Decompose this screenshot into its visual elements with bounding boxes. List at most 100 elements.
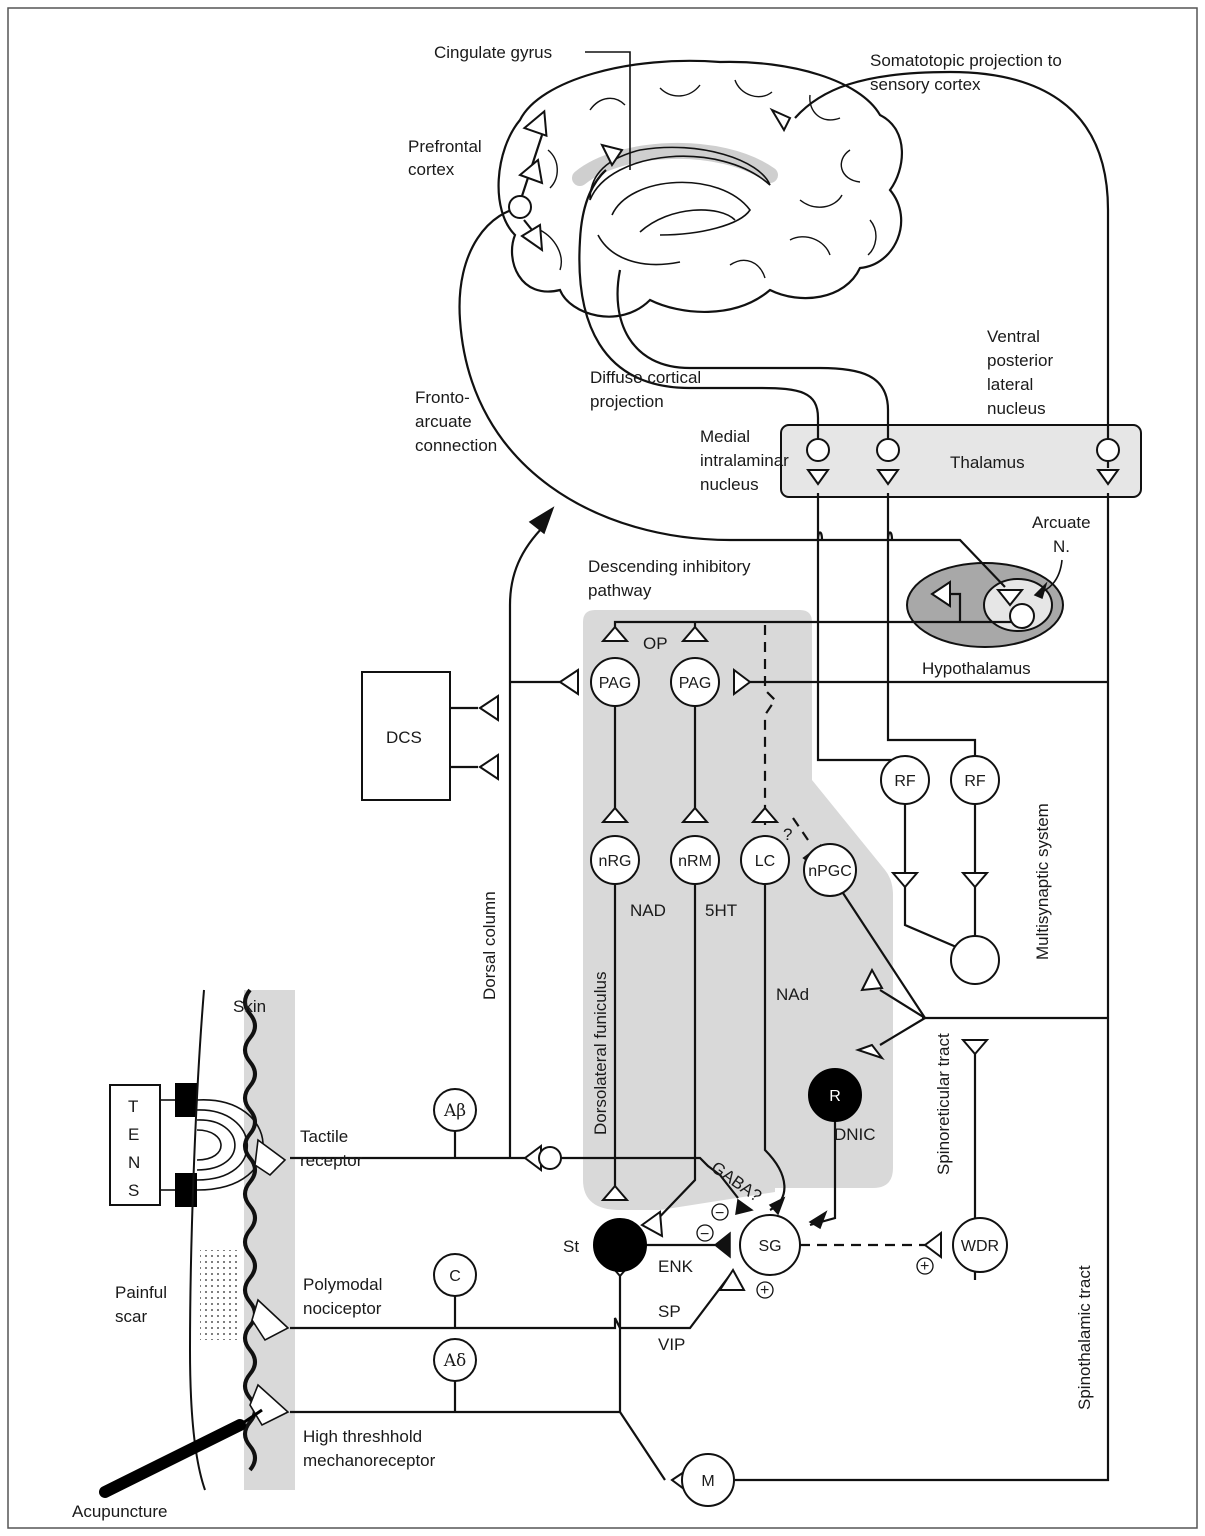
node-labels: PAG PAG RF RF nRG nRM LC nPGC R SG WDR C… — [443, 675, 999, 1490]
label-tens-e: E — [128, 1125, 139, 1144]
acupuncture-needle-tip — [239, 1408, 263, 1427]
prefrontal-soma — [508, 195, 532, 219]
vpl-soma — [1096, 438, 1120, 462]
skin-surface — [188, 988, 290, 1491]
tens-device — [109, 1083, 264, 1207]
label-dnic: DNIC — [834, 1125, 876, 1144]
label-medial-2: intralaminar — [700, 451, 789, 470]
label-plus-2: + — [920, 1258, 929, 1275]
label-minus-1: − — [715, 1205, 724, 1222]
node-label-r: R — [829, 1088, 841, 1105]
dorsal-column-arrowhead — [528, 506, 555, 535]
minus-sign-circle — [696, 1224, 714, 1242]
label-cingulate-gyrus: Cingulate gyrus — [434, 43, 552, 62]
lc-node — [740, 835, 790, 885]
label-fronto-2: arcuate — [415, 412, 472, 431]
c-fiber-node — [433, 1253, 477, 1297]
tactile-junction-soma — [538, 1146, 562, 1170]
arcuate-soma — [1009, 603, 1035, 629]
acupuncture-needle — [99, 1419, 246, 1498]
adelta-node — [433, 1338, 477, 1382]
node-label-c: C — [449, 1268, 461, 1285]
nodes — [433, 195, 1120, 1507]
label-vip: VIP — [658, 1335, 685, 1354]
plus-sign-circle — [916, 1257, 934, 1275]
label-high-2: mechanoreceptor — [303, 1451, 436, 1470]
label-tens-t: T — [128, 1097, 138, 1116]
label-high-1: High threshhold — [303, 1427, 422, 1446]
node-label-m: M — [701, 1473, 714, 1490]
node-label-nrm: nRM — [678, 853, 712, 870]
label-diffuse-2: projection — [590, 392, 664, 411]
label-5ht: 5HT — [705, 901, 737, 920]
dcs-box — [361, 671, 451, 801]
label-prefrontal-2: cortex — [408, 160, 455, 179]
label-minus-2: − — [700, 1226, 709, 1243]
r-node — [808, 1068, 862, 1122]
crossover-hook — [816, 531, 824, 541]
pag-node-1 — [590, 657, 640, 707]
st-node — [593, 1218, 647, 1272]
thalamus-box — [780, 424, 1142, 498]
label-painful-1: Painful — [115, 1283, 167, 1302]
label-vpl-1: Ventral — [987, 327, 1040, 346]
label-nad-upper: NAD — [630, 901, 666, 920]
label-plus-1: + — [760, 1282, 769, 1299]
label-somatotopic-1: Somatotopic projection to — [870, 51, 1062, 70]
label-question: ? — [783, 825, 792, 844]
nrg-node — [590, 835, 640, 885]
rf-node-1 — [880, 755, 930, 805]
node-label-sg: SG — [758, 1238, 781, 1255]
label-painful-2: scar — [115, 1307, 147, 1326]
multisynaptic-node — [950, 935, 1000, 985]
label-spinothalamic: Spinothalamic tract — [1075, 1265, 1094, 1410]
node-label-wdr: WDR — [961, 1238, 999, 1255]
label-multisynaptic: Multisynaptic system — [1033, 803, 1052, 960]
abeta-node — [433, 1088, 477, 1132]
arcuate-leader-arrow — [1033, 581, 1048, 600]
label-skin: Skin — [233, 997, 266, 1016]
label-tens-n: N — [128, 1153, 140, 1172]
label-descending-2: pathway — [588, 581, 652, 600]
labels: Cingulate gyrus Somatotopic projection t… — [72, 43, 1094, 1521]
label-vpl-4: nucleus — [987, 399, 1046, 418]
label-dorsolateral: Dorsolateral funiculus — [591, 972, 610, 1135]
label-thalamus: Thalamus — [950, 453, 1025, 472]
nrm-node — [670, 835, 720, 885]
descending-pathway-region — [583, 610, 893, 1210]
synapse-terminals — [478, 107, 1120, 1494]
plus-sign-circle — [756, 1281, 774, 1299]
node-label-pag2: PAG — [679, 675, 712, 692]
medial-intralaminar-soma — [806, 438, 830, 462]
label-tactile-1: Tactile — [300, 1127, 348, 1146]
pathway-wires — [290, 70, 1110, 1482]
rf-node-2 — [950, 755, 1000, 805]
label-enk: ENK — [658, 1257, 694, 1276]
label-vpl-3: lateral — [987, 375, 1033, 394]
m-node — [681, 1453, 735, 1507]
label-arcuate-1: Arcuate — [1032, 513, 1091, 532]
label-vpl-2: posterior — [987, 351, 1053, 370]
label-dcs: DCS — [386, 728, 422, 747]
label-spinoreticular: Spinoreticular tract — [934, 1033, 953, 1175]
label-nad-lower: NAd — [776, 985, 809, 1004]
crossover-hook — [886, 531, 894, 541]
label-tactile-2: receptor — [300, 1151, 363, 1170]
label-medial-1: Medial — [700, 427, 750, 446]
wdr-node — [952, 1217, 1008, 1273]
label-op: OP — [643, 634, 668, 653]
label-descending-1: Descending inhibitory — [588, 557, 751, 576]
node-label-pag1: PAG — [599, 675, 632, 692]
cingulate-leader — [585, 51, 631, 170]
label-acupuncture: Acupuncture — [72, 1502, 167, 1521]
label-medial-3: nucleus — [700, 475, 759, 494]
label-diffuse-1: Diffuse cortical — [590, 368, 701, 387]
label-polymodal-1: Polymodal — [303, 1275, 382, 1294]
label-prefrontal-1: Prefrontal — [408, 137, 482, 156]
node-label-rf2: RF — [964, 773, 986, 790]
label-sp: SP — [658, 1302, 681, 1321]
outer-frame — [7, 7, 1198, 1529]
brain-illustration — [497, 59, 903, 318]
